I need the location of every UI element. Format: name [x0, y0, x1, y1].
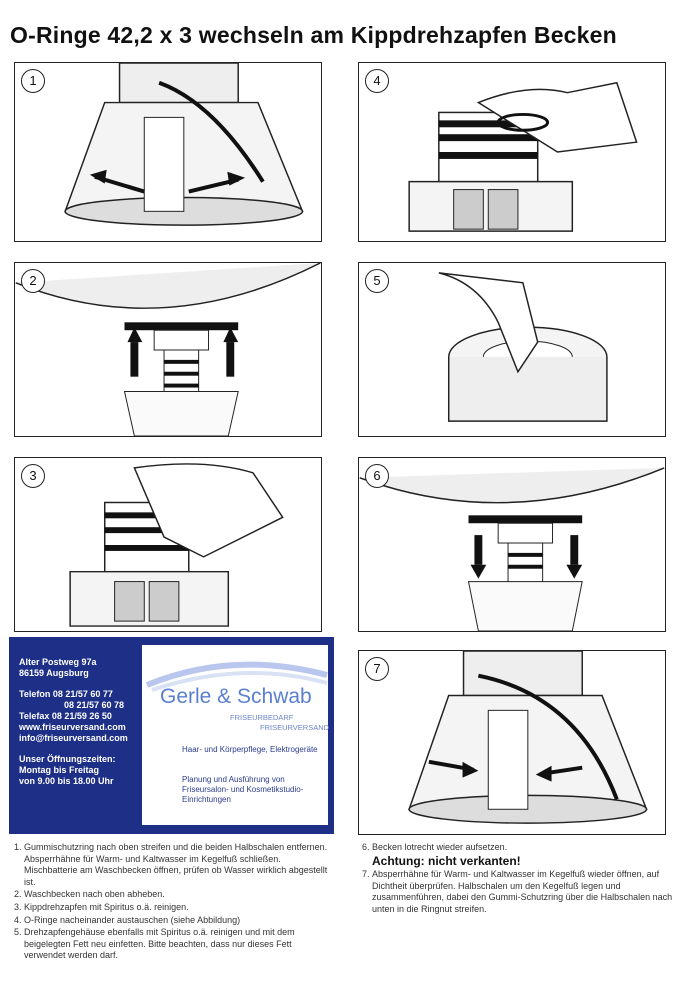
- pivot-oring-drawing: [359, 63, 665, 241]
- hours-line: Montag bis Freitag: [19, 765, 99, 775]
- step-6-illustration: 6: [358, 457, 666, 632]
- contact-block: Alter Postweg 97a 86159 Augsburg Telefon…: [19, 657, 137, 797]
- instruction-item: Gummischutzring nach oben streifen und d…: [24, 842, 333, 888]
- housing-cleaning-drawing: [359, 263, 665, 436]
- cone-base-drawing: [15, 63, 321, 241]
- instruction-item: Drehzapfengehäuse ebenfalls mit Spiritus…: [24, 927, 333, 962]
- warning-text: Achtung: nicht verkanten!: [372, 856, 681, 868]
- step-number: 7: [365, 657, 389, 681]
- basin-lift-drawing: [15, 263, 321, 436]
- phone-line: 08 21/57 60 78: [19, 700, 124, 710]
- step-number: 3: [21, 464, 45, 488]
- hours-title: Unser Öffnungszeiten:: [19, 754, 116, 764]
- basin-lower-drawing: [359, 458, 665, 631]
- step-number: 4: [365, 69, 389, 93]
- logo-subtitle: FRISEURBEDARF: [230, 713, 293, 722]
- website-link[interactable]: www.friseurversand.com: [19, 722, 126, 732]
- instruction-item: Absperrhähne für Warm- und Kaltwasser im…: [372, 869, 681, 915]
- step-number: 2: [21, 269, 45, 293]
- address-line: Alter Postweg 97a: [19, 657, 97, 667]
- hours-line: von 9.00 bis 18.00 Uhr: [19, 776, 114, 786]
- phone-line: Telefon 08 21/57 60 77: [19, 689, 113, 699]
- email-link[interactable]: info@friseurversand.com: [19, 733, 128, 743]
- page-title: O-Ringe 42,2 x 3 wechseln am Kippdrehzap…: [10, 22, 617, 49]
- fax-line: Telefax 08 21/59 26 50: [19, 711, 112, 721]
- step-3-illustration: 3: [14, 457, 322, 632]
- step-5-illustration: 5: [358, 262, 666, 437]
- instruction-item: Waschbecken nach oben abheben.: [24, 889, 333, 901]
- address-line: 86159 Augsburg: [19, 668, 89, 678]
- instruction-item: O-Ringe nacheinander austauschen (siehe …: [24, 915, 333, 927]
- step-1-illustration: 1: [14, 62, 322, 242]
- step-2-illustration: 2: [14, 262, 322, 437]
- company-advertisement: Alter Postweg 97a 86159 Augsburg Telefon…: [9, 637, 334, 834]
- reassemble-drawing: [359, 651, 665, 834]
- step-4-illustration: 4: [358, 62, 666, 242]
- step-number: 5: [365, 269, 389, 293]
- instructions-right: Becken lotrecht wieder aufsetzen. Achtun…: [356, 842, 681, 917]
- step-number: 1: [21, 69, 45, 93]
- pivot-clean-drawing: [15, 458, 321, 631]
- logo-subtitle: FRISEURVERSAND: [260, 723, 329, 732]
- instructions-left: Gummischutzring nach oben streifen und d…: [8, 842, 333, 992]
- instruction-item: Kippdrehzapfen mit Spiritus o.ä. reinige…: [24, 902, 333, 914]
- company-logo: Gerle & Schwab: [160, 685, 312, 709]
- logo-card: Gerle & Schwab FRISEURBEDARF FRISEURVERS…: [142, 645, 328, 825]
- step-number: 6: [365, 464, 389, 488]
- step-7-illustration: 7: [358, 650, 666, 835]
- service-text: Haar- und Körperpflege, Elektrogeräte: [182, 745, 322, 755]
- service-text: Planung und Ausführung von Friseursalon-…: [182, 775, 322, 805]
- instruction-item: Becken lotrecht wieder aufsetzen.: [372, 842, 507, 852]
